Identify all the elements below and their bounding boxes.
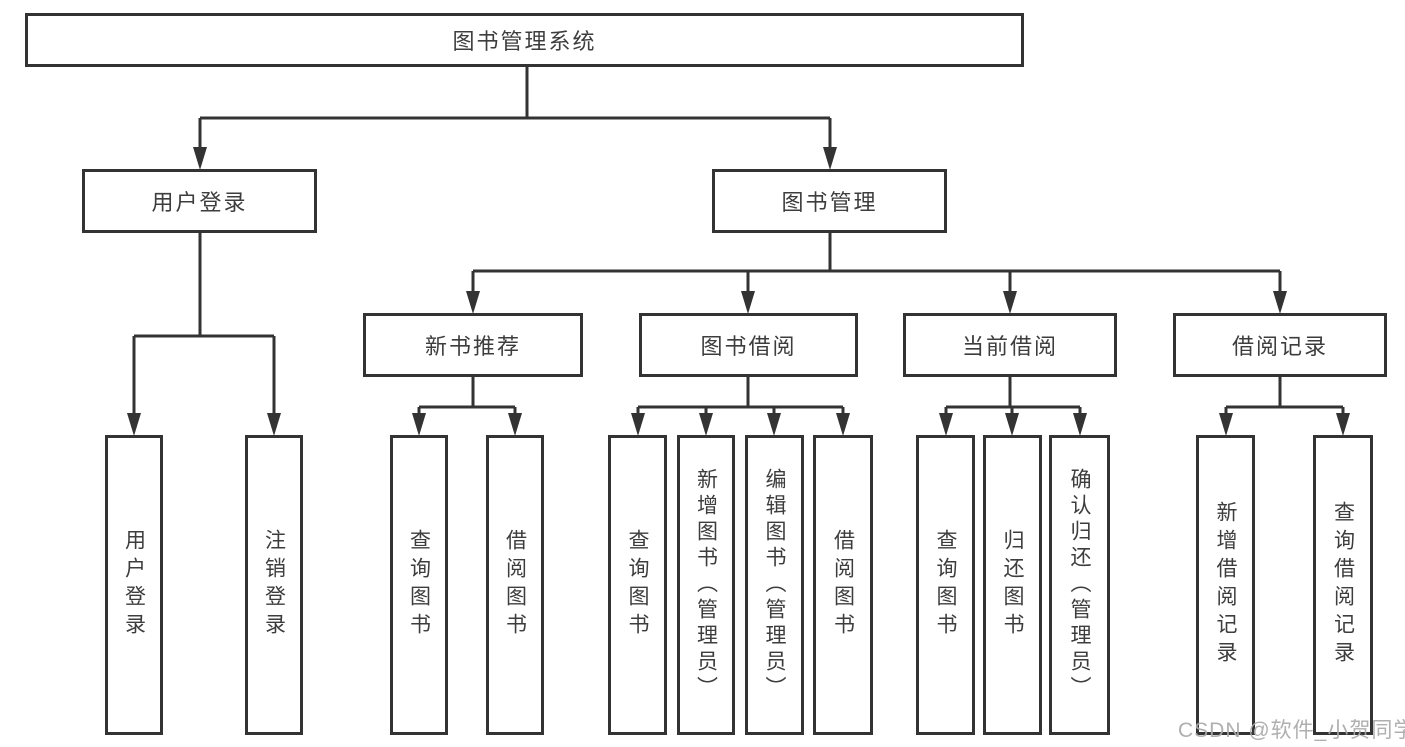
leaf-query-books-current: 查询图书 [916,435,975,735]
node-book-borrow: 图书借阅 [639,313,858,377]
leaf-borrow-books: 借阅图书 [813,435,873,735]
leaf-logout: 注销登录 [245,435,303,735]
leaf-add-borrow-record: 新增借阅记录 [1196,435,1255,735]
node-borrow-records: 借阅记录 [1173,313,1387,377]
node-new-book-recommend: 新书推荐 [363,313,583,377]
leaf-confirm-return-admin: 确认归还（管理员） [1049,435,1110,735]
leaf-query-borrow-record: 查询借阅记录 [1313,435,1373,735]
connector-lines [132,67,1345,416]
leaf-edit-books-admin: 编辑图书（管理员） [745,435,804,735]
leaf-add-books-admin: 新增图书（管理员） [677,435,735,735]
node-library-management-system: 图书管理系统 [25,13,1024,67]
node-user-login: 用户登录 [82,169,317,233]
leaf-borrow-books-recommend: 借阅图书 [486,435,544,735]
leaf-return-books: 归还图书 [983,435,1042,735]
csdn-watermark: CSDN @软件_小贺同学 [1178,719,1405,742]
leaf-user-login: 用户登录 [105,435,163,735]
connector-arrowheads [127,147,1350,436]
leaf-query-books-borrow: 查询图书 [608,435,667,735]
node-current-borrow: 当前借阅 [903,313,1117,377]
node-book-management: 图书管理 [712,169,947,233]
leaf-query-books-recommend: 查询图书 [390,435,448,735]
